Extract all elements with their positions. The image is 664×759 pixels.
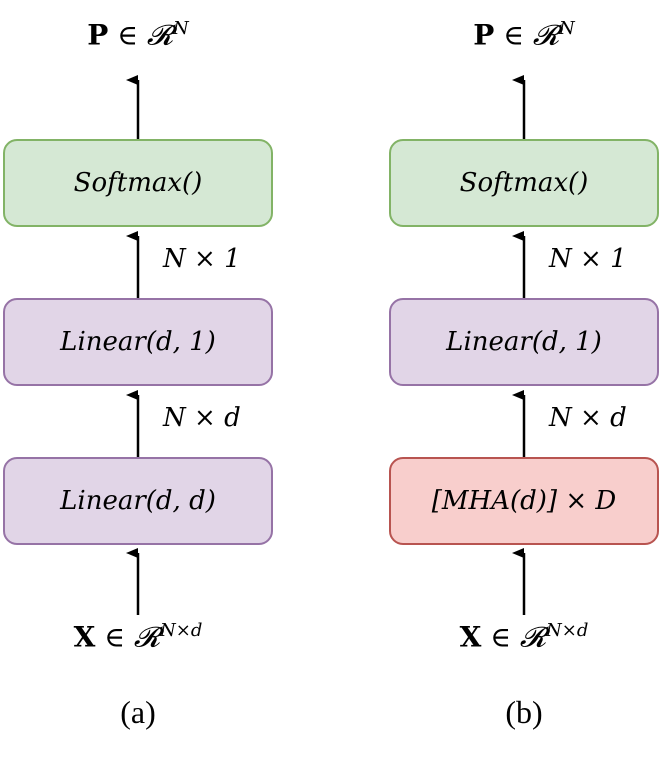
softmax-block-b: Softmax() xyxy=(389,139,659,227)
panel-b: P ∈ 𝓡N Softmax() N × 1 Linear(d, 1) N × … xyxy=(386,0,664,759)
linear-d-1-block-a: Linear(d, 1) xyxy=(3,298,273,386)
softmax-block-a: Softmax() xyxy=(3,139,273,227)
dim-label-lower-a: N × d xyxy=(163,403,241,433)
caption-a: (a) xyxy=(120,694,156,730)
linear-d-d-block-a-label: Linear(d, d) xyxy=(60,486,216,516)
softmax-block-b-label: Softmax() xyxy=(459,168,589,198)
linear-d-1-block-b: Linear(d, 1) xyxy=(389,298,659,386)
panel-a: P ∈ 𝓡N Softmax() N × 1 Linear(d, 1) N × … xyxy=(0,0,280,759)
mha-block-b: [MHA(d)] × D xyxy=(389,457,659,545)
panel-a-arrows xyxy=(126,75,140,615)
dim-label-upper-a: N × 1 xyxy=(163,244,241,274)
output-label-a: P ∈ 𝓡N xyxy=(87,18,189,52)
input-label-a: X ∈ 𝓡N×d xyxy=(73,620,203,654)
linear-d-d-block-a: Linear(d, d) xyxy=(3,457,273,545)
dim-label-upper-b: N × 1 xyxy=(549,244,627,274)
input-label-b: X ∈ 𝓡N×d xyxy=(459,620,589,654)
linear-d-1-block-a-label: Linear(d, 1) xyxy=(60,327,216,357)
linear-d-1-block-b-label: Linear(d, 1) xyxy=(446,327,602,357)
panel-b-arrows xyxy=(512,75,526,615)
softmax-block-a-label: Softmax() xyxy=(73,168,203,198)
dim-label-lower-b: N × d xyxy=(549,403,627,433)
mha-block-b-label: [MHA(d)] × D xyxy=(431,486,617,516)
output-label-b: P ∈ 𝓡N xyxy=(473,18,575,52)
caption-b: (b) xyxy=(505,694,543,730)
